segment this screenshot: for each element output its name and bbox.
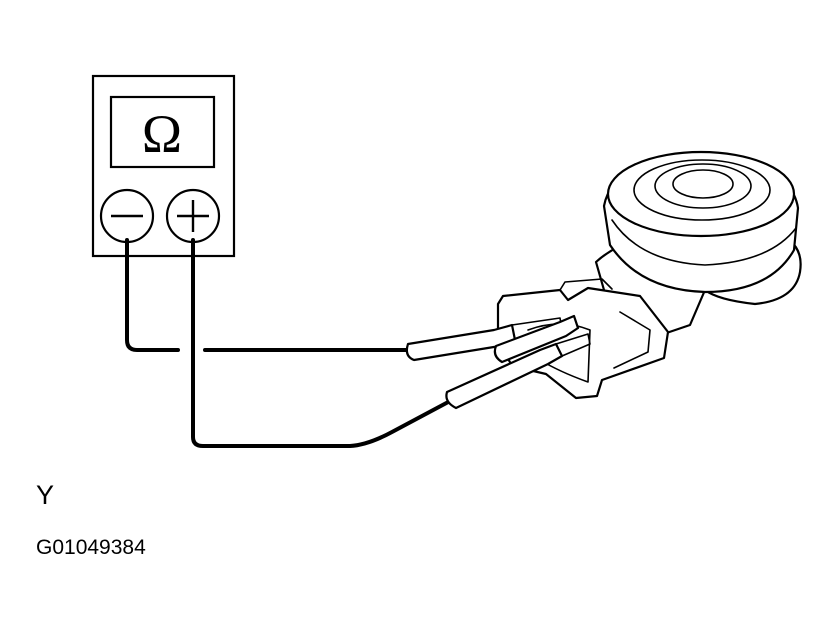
view-label: Y — [36, 480, 55, 510]
figure-code: G01049384 — [36, 536, 146, 559]
positive-probe — [445, 342, 564, 410]
sensor-center-bore — [672, 169, 734, 199]
probes — [405, 314, 591, 410]
ohmmeter-display — [109, 95, 216, 169]
middle-probe — [493, 314, 580, 364]
positive-probe-tip — [555, 333, 591, 357]
negative-lead-wire — [125, 238, 414, 352]
ohm-symbol: Ω — [142, 104, 182, 164]
negative-probe — [405, 323, 517, 362]
connector-latch — [613, 311, 651, 369]
sensor-body-contour — [611, 219, 797, 266]
test-leads — [125, 238, 454, 448]
positive-lead-wire — [191, 238, 454, 448]
ohmmeter: Ω — [91, 74, 236, 258]
connector-opening — [527, 323, 591, 383]
knock-sensor — [496, 150, 802, 400]
connector-cap — [559, 278, 613, 291]
